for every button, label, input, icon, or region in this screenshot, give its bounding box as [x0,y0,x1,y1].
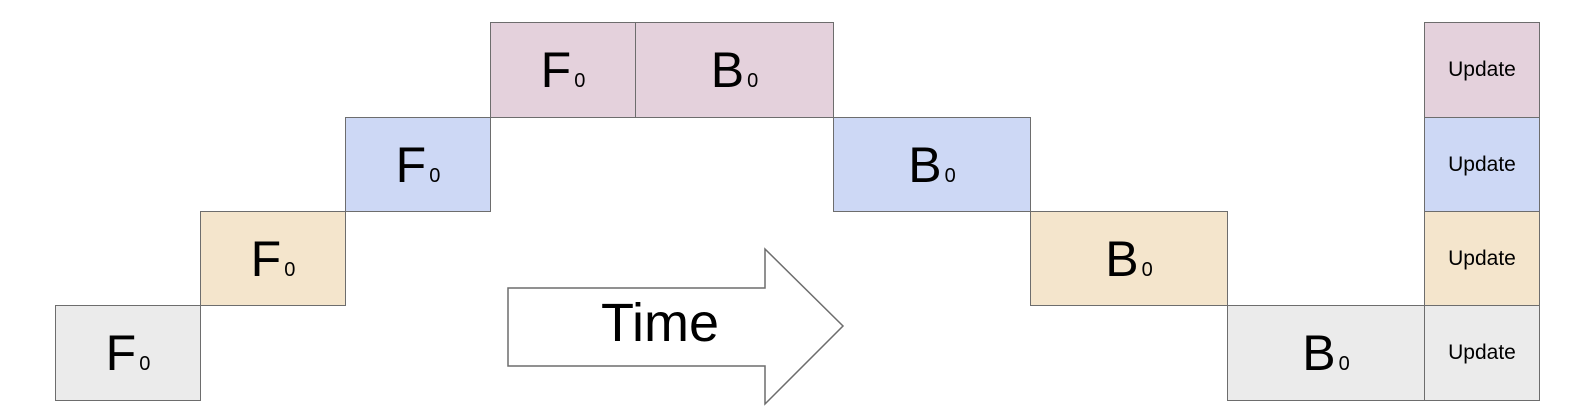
update-label: Update [1448,152,1516,176]
forward-label: F [105,325,137,381]
update-block-stage-3: Update [1424,22,1540,118]
backward-label: B [710,42,745,98]
time-label: Time [601,293,719,353]
forward-subscript: 0 [429,164,441,187]
update-label: Update [1448,341,1516,364]
update-label: Update [1448,246,1516,270]
update-label: Update [1448,58,1516,81]
update-block-stage-0: Update [1424,305,1540,401]
update-block-stage-2: Update [1424,117,1540,212]
update-block-stage-1: Update [1424,211,1540,306]
forward-label: F [395,136,427,193]
backward-subscript: 0 [944,164,956,187]
backward-label: B [908,136,942,193]
backward-label: B [1105,230,1139,287]
forward-subscript: 0 [284,258,296,281]
forward-subscript: 0 [574,70,586,92]
forward-subscript: 0 [139,353,151,375]
backward-subscript: 0 [747,70,759,92]
backward-subscript: 0 [1338,353,1350,375]
backward-subscript: 0 [1141,258,1153,281]
forward-label: F [540,42,572,98]
backward-label: B [1302,325,1336,381]
forward-label: F [250,230,282,287]
